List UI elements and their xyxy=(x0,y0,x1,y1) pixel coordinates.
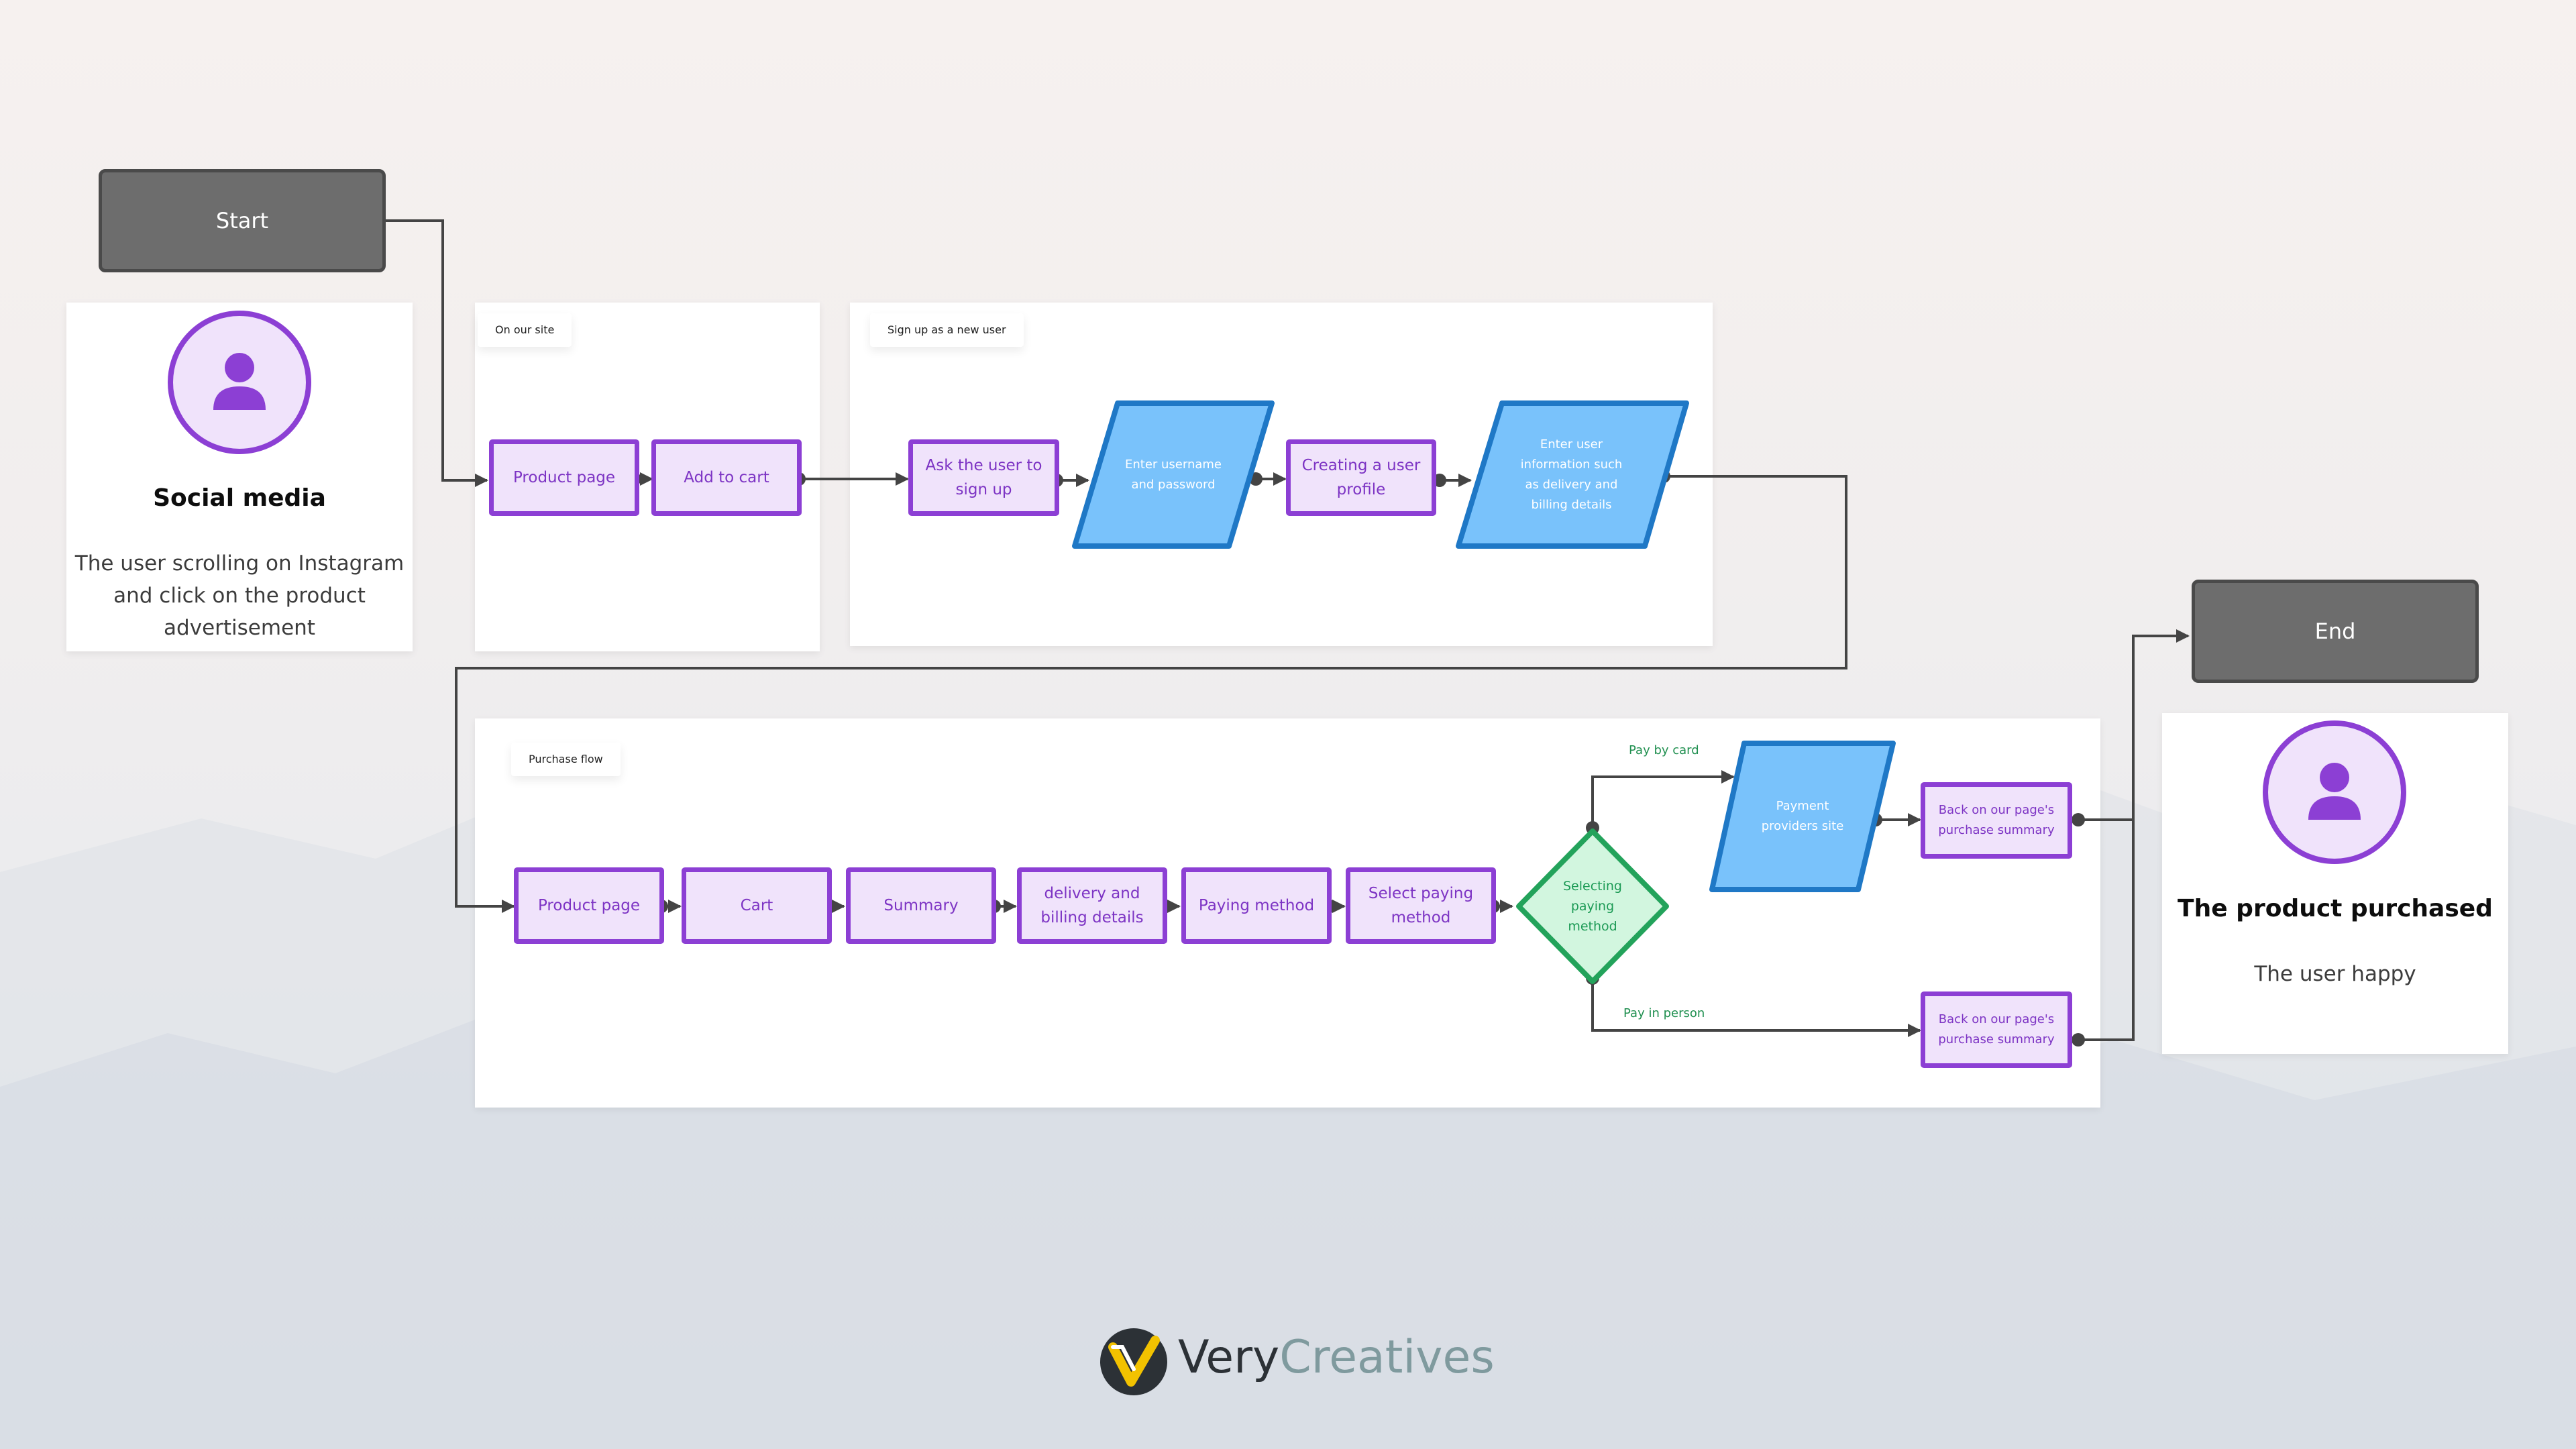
pay-in-person-label: Pay in person xyxy=(1623,1006,1705,1020)
enter-credentials-shape xyxy=(1072,400,1275,549)
purchased-avatar xyxy=(2263,720,2406,864)
purchase-product-page-step: Product page xyxy=(514,867,664,944)
enter-credentials-label: Enter username and password xyxy=(1124,457,1222,492)
payment-provider-label: Payment providers site xyxy=(1761,799,1844,833)
signup-section-label: Sign up as a new user xyxy=(870,313,1024,347)
purchase-cart-step: Cart xyxy=(682,867,832,944)
site-add-to-cart-step: Add to cart xyxy=(651,439,802,516)
pay-by-card-label: Pay by card xyxy=(1629,743,1699,757)
ask-signup-step: Ask the user to sign up xyxy=(908,439,1059,516)
social-avatar xyxy=(168,311,311,454)
connector-back-card-to-end xyxy=(2078,629,2190,821)
back-summary-person-step: Back on our page's purchase summary xyxy=(1921,991,2072,1068)
connector-start-to-product xyxy=(352,219,488,487)
site-section-label: On our site xyxy=(478,313,572,347)
product-purchased-title: The product purchased xyxy=(2178,895,2493,922)
site-product-page-step: Product page xyxy=(489,439,639,516)
start-node: Start xyxy=(99,169,386,272)
brand-logo-text: VeryCreatives xyxy=(1178,1331,1495,1384)
purchase-paying-method-step: Paying method xyxy=(1181,867,1332,944)
brand-very: Very xyxy=(1178,1331,1280,1384)
enter-info-label: Enter user information such as delivery … xyxy=(1520,437,1623,512)
purchase-delivery-billing-step: delivery and billing details xyxy=(1017,867,1167,944)
v-check-logo-icon xyxy=(1100,1328,1167,1395)
brand-creatives: Creatives xyxy=(1279,1331,1495,1384)
purchase-section-label: Purchase flow xyxy=(511,743,621,776)
social-media-description: The user scrolling on Instagram and clic… xyxy=(74,551,405,640)
back-summary-card-step: Back on our page's purchase summary xyxy=(1921,782,2072,859)
decision-label: Selecting paying method xyxy=(1563,879,1622,934)
purchase-select-paying-method-step: Select paying method xyxy=(1346,867,1496,944)
payment-provider-shape xyxy=(1709,741,1896,892)
end-node: End xyxy=(2192,580,2479,683)
enter-info-shape xyxy=(1456,400,1689,549)
purchase-summary-step: Summary xyxy=(846,867,996,944)
social-media-title: Social media xyxy=(153,484,326,512)
connector-back-person-to-end xyxy=(2078,820,2135,1041)
connector-info-to-purchase xyxy=(455,475,1847,913)
connector-decision-to-provider xyxy=(1591,770,1735,828)
create-profile-step: Creating a user profile xyxy=(1286,439,1436,516)
connector-decision-to-back-person xyxy=(1591,978,1921,1037)
product-purchased-description: The user happy xyxy=(2254,962,2416,986)
decision-diamond xyxy=(1516,828,1669,984)
